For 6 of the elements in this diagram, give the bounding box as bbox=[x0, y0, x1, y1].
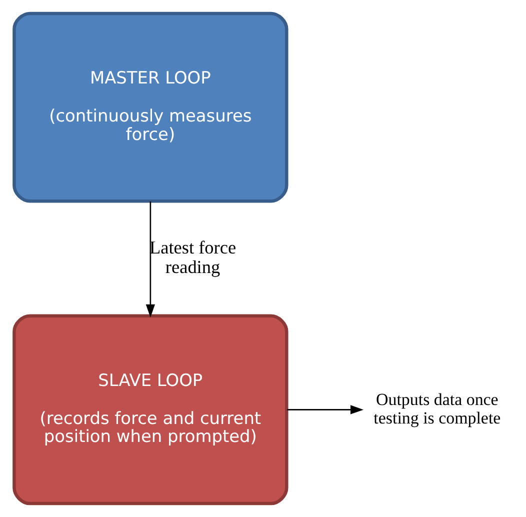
arrow bbox=[286, 405, 364, 414]
node-text: Outputs data once testing is complete bbox=[373, 390, 500, 428]
node-box: SLAVE LOOP (records force and current position when prompted) bbox=[12, 314, 288, 506]
node-box: MASTER LOOP (continuously measures force) bbox=[12, 12, 288, 203]
edge-label: Latest force reading bbox=[149, 238, 236, 278]
arrow bbox=[145, 201, 154, 318]
